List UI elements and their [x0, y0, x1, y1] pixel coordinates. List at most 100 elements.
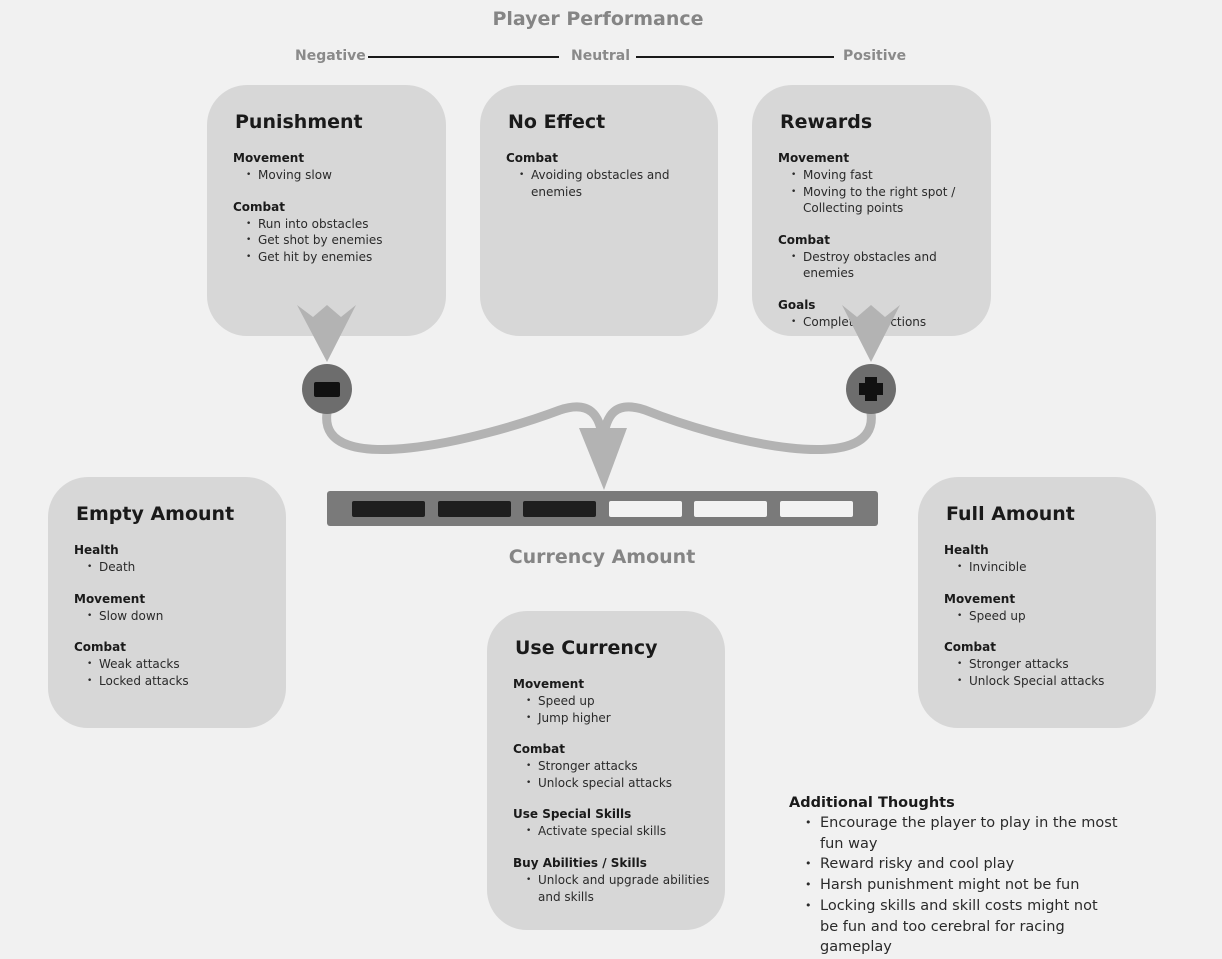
section-list: Invincible	[944, 559, 1144, 576]
section-title: Combat	[233, 199, 285, 214]
currency-amount-label: Currency Amount	[508, 546, 696, 568]
section-title: Movement	[944, 591, 1016, 606]
list-item: Weak attacks	[87, 656, 274, 673]
meter-segment-filled	[352, 501, 425, 517]
flow-arrow-punishment	[297, 305, 356, 362]
meter-segment-empty	[694, 501, 767, 517]
flow-curve-right	[598, 402, 876, 455]
card-section: CombatStronger attacksUnlock Special att…	[944, 639, 1144, 689]
card-title: No Effect	[508, 111, 606, 133]
section-title: Combat	[74, 640, 126, 655]
minus-icon	[302, 364, 352, 414]
list-item: Unlock Special attacks	[957, 673, 1144, 690]
list-item: Unlock special attacks	[526, 775, 713, 792]
list-item: Stronger attacks	[526, 758, 713, 775]
section-title: Combat	[506, 151, 558, 165]
card-title: Full Amount	[946, 503, 1075, 525]
card-title: Rewards	[780, 111, 873, 133]
list-item: Moving to the right spot / Collecting po…	[791, 184, 979, 217]
meter-segment-filled	[523, 501, 596, 517]
section-list: Death	[74, 559, 274, 576]
card-title: Use Currency	[515, 637, 658, 659]
section-list: Moving fastMoving to the right spot / Co…	[778, 167, 979, 217]
scale-label-positive: Positive	[843, 48, 907, 64]
card-section: CombatRun into obstaclesGet shot by enem…	[233, 199, 434, 266]
section-title: Use Special Skills	[513, 807, 632, 822]
list-item: Invincible	[957, 559, 1144, 576]
card-section: Buy Abilities / SkillsUnlock and upgrade…	[513, 855, 713, 905]
section-list: Weak attacksLocked attacks	[74, 656, 274, 689]
plus-icon	[846, 364, 896, 414]
section-list: Destroy obstacles and enemies	[778, 249, 979, 282]
list-item: Unlock and upgrade abilities and skills	[526, 872, 713, 905]
additional-thoughts-list: Encourage the player to play in the most…	[789, 813, 1119, 958]
section-list: Stronger attacksUnlock Special attacks	[944, 656, 1144, 689]
section-list: Slow down	[74, 608, 274, 625]
card-title: Punishment	[235, 111, 363, 133]
list-item: Get shot by enemies	[246, 232, 434, 249]
card-section: CombatStronger attacksUnlock special att…	[513, 741, 713, 791]
rewards-card: RewardsMovementMoving fastMoving to the …	[752, 85, 991, 336]
use-currency-card: Use CurrencyMovementSpeed upJump higherC…	[487, 611, 725, 930]
punishment-card: PunishmentMovementMoving slowCombatRun i…	[207, 85, 446, 336]
section-title: Movement	[778, 151, 850, 165]
section-title: Movement	[74, 591, 146, 606]
list-item: Reward risky and cool play	[805, 854, 1119, 875]
list-item: Activate special skills	[526, 823, 713, 840]
list-item: Moving fast	[791, 167, 979, 184]
diagram-title: Player Performance	[492, 8, 704, 30]
card-section: MovementMoving fastMoving to the right s…	[778, 150, 979, 217]
list-item: Moving slow	[246, 167, 434, 184]
card-section: HealthDeath	[74, 542, 274, 576]
scale-line-left	[368, 56, 559, 58]
list-item: Avoiding obstacles and enemies	[519, 167, 706, 200]
section-title: Movement	[233, 151, 305, 165]
section-list: Speed up	[944, 608, 1144, 625]
list-item: Get hit by enemies	[246, 249, 434, 266]
section-title: Health	[944, 543, 989, 557]
scale-label-neutral: Neutral	[571, 48, 631, 64]
additional-thoughts: Additional Thoughts Encourage the player…	[789, 795, 1119, 958]
no-effect-card: No EffectCombatAvoiding obstacles and en…	[480, 85, 718, 336]
section-list: Avoiding obstacles and enemies	[506, 167, 706, 200]
scale-line-right	[636, 56, 834, 58]
additional-thoughts-title: Additional Thoughts	[789, 795, 955, 811]
list-item: Speed up	[957, 608, 1144, 625]
currency-meter	[327, 491, 878, 526]
card-section: MovementSlow down	[74, 591, 274, 625]
card-section: CombatAvoiding obstacles and enemies	[506, 150, 706, 200]
card-section: CombatDestroy obstacles and enemies	[778, 232, 979, 282]
meter-segment-empty	[608, 501, 682, 517]
list-item: Slow down	[87, 608, 274, 625]
section-title: Health	[74, 543, 119, 557]
meter-segment-filled	[437, 501, 511, 517]
section-list: Run into obstaclesGet shot by enemiesGet…	[233, 216, 434, 266]
card-section: HealthInvincible	[944, 542, 1144, 576]
section-title: Goals	[778, 297, 816, 312]
empty-amount-card: Empty AmountHealthDeathMovementSlow down…	[48, 477, 286, 728]
list-item: Speed up	[526, 693, 713, 710]
list-item: Jump higher	[526, 710, 713, 727]
card-section: MovementSpeed up	[944, 591, 1144, 625]
card-title: Empty Amount	[76, 503, 235, 525]
list-item: Harsh punishment might not be fun	[805, 875, 1119, 896]
section-title: Combat	[944, 640, 996, 655]
section-title: Combat	[513, 742, 565, 757]
section-title: Buy Abilities / Skills	[513, 855, 647, 870]
meter-segment-empty	[779, 501, 853, 517]
section-list: Activate special skills	[513, 823, 713, 840]
section-title: Combat	[778, 232, 830, 247]
list-item: Locked attacks	[87, 673, 274, 690]
list-item: Run into obstacles	[246, 216, 434, 233]
section-list: Moving slow	[233, 167, 434, 184]
section-title: Movement	[513, 677, 585, 691]
section-list: Stronger attacksUnlock special attacks	[513, 758, 713, 791]
card-section: Use Special SkillsActivate special skill…	[513, 806, 713, 840]
card-section: MovementSpeed upJump higher	[513, 676, 713, 726]
section-list: Unlock and upgrade abilities and skills	[513, 872, 713, 905]
flow-arrow-center	[579, 428, 627, 490]
card-section: MovementMoving slow	[233, 150, 434, 184]
scale-label-negative: Negative	[295, 48, 366, 64]
list-item: Death	[87, 559, 274, 576]
